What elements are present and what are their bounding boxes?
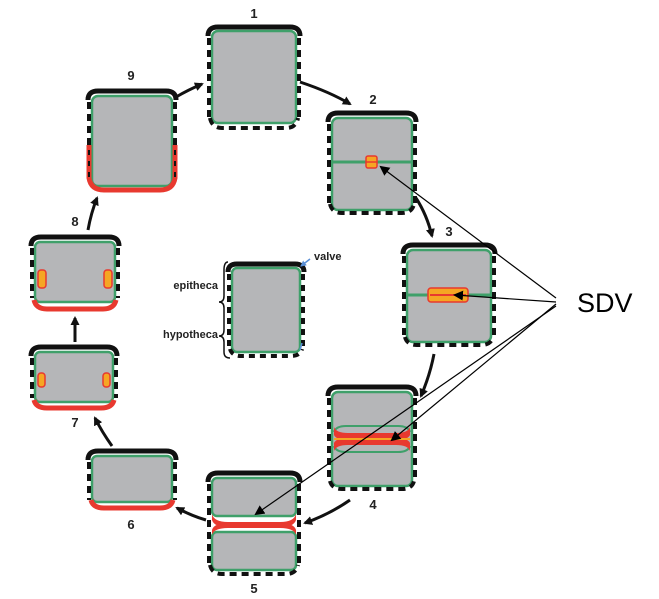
cell-stage-6 — [85, 448, 179, 511]
arrow-2-to-3 — [414, 197, 435, 238]
arrow-4-to-5 — [303, 498, 351, 525]
sdv-pointer-stage-5 — [254, 305, 557, 516]
arrow-5-to-6 — [175, 506, 207, 522]
cell-stage-3 — [400, 242, 498, 347]
valve-label: valve — [314, 251, 342, 263]
cell-stage-5 — [205, 470, 303, 576]
hypotheca-label: hypotheca — [163, 329, 219, 341]
sdv-pointer-lines — [254, 165, 557, 516]
cell-stage-2 — [325, 110, 419, 215]
labelled-reference-cell — [218, 258, 311, 359]
stage-label-8: 8 — [71, 214, 78, 229]
arrow-6-to-7 — [93, 416, 114, 447]
cell-stage-1 — [205, 24, 303, 130]
cell-stage-7 — [28, 344, 120, 411]
cell-stage-9 — [85, 88, 179, 193]
stage-label-6: 6 — [127, 517, 134, 532]
sdv-pointer-stage-3 — [453, 290, 557, 303]
stage-label-4: 4 — [369, 497, 377, 512]
sdv-label: SDV — [577, 288, 633, 318]
arrow-3-to-4 — [419, 353, 436, 398]
stage-label-7: 7 — [71, 415, 78, 430]
stage-label-2: 2 — [369, 92, 376, 107]
stage-label-9: 9 — [127, 68, 134, 83]
arrow-9-to-1 — [175, 82, 204, 99]
cycle-arrows — [70, 80, 436, 525]
stage-label-5: 5 — [250, 581, 257, 596]
stage-label-3: 3 — [445, 224, 452, 239]
sdv-pointer-stage-4 — [390, 303, 557, 442]
cell-stage-8 — [28, 234, 122, 312]
arrow-8-to-9 — [86, 196, 99, 231]
stage-label-1: 1 — [250, 6, 257, 21]
epitheca-label: epitheca — [173, 280, 219, 292]
sdv-pointer-stage-2 — [379, 165, 557, 299]
arrow-1-to-2 — [299, 80, 352, 106]
cell-stage-4 — [325, 384, 419, 491]
